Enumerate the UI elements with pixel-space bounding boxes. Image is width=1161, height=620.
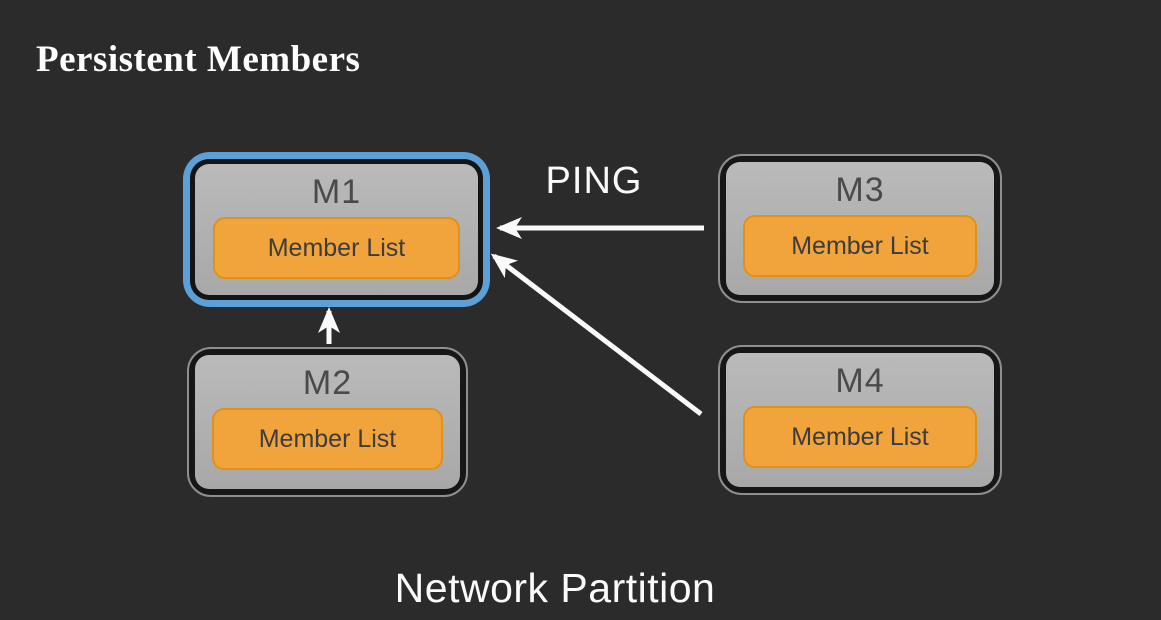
node-m4: M4 Member List [718, 345, 1002, 495]
node-m2-label: M2 [302, 364, 353, 402]
node-m3-body: M3 Member List [726, 162, 994, 295]
page-title: Persistent Members [36, 39, 361, 80]
node-m2-member-list-label: Member List [258, 424, 397, 453]
node-m1-body: M1 Member List [195, 164, 478, 295]
node-m4-body: M4 Member List [726, 353, 994, 487]
node-m3-label: M3 [835, 171, 885, 209]
node-m1-label: M1 [311, 173, 362, 211]
ping-label: PING [545, 160, 643, 202]
node-m2-body: M2 Member List [195, 355, 460, 489]
node-m1-border: M1 Member List [190, 159, 483, 300]
node-m4-member-list-label: Member List [791, 422, 929, 451]
node-m4-label: M4 [835, 362, 885, 400]
node-m1: M1 Member List [183, 152, 490, 307]
node-m3-member-list-label: Member List [791, 231, 929, 260]
node-m3-member-list: Member List [742, 215, 978, 277]
node-m2-member-list: Member List [211, 408, 444, 470]
arrow-m4-to-m1 [490, 253, 703, 416]
node-m1-member-list-label: Member List [267, 233, 406, 262]
node-m3: M3 Member List [718, 154, 1002, 303]
caption: Network Partition [394, 565, 716, 611]
node-m2: M2 Member List [187, 347, 468, 497]
node-m1-member-list: Member List [212, 217, 461, 279]
node-m4-member-list: Member List [742, 406, 978, 468]
